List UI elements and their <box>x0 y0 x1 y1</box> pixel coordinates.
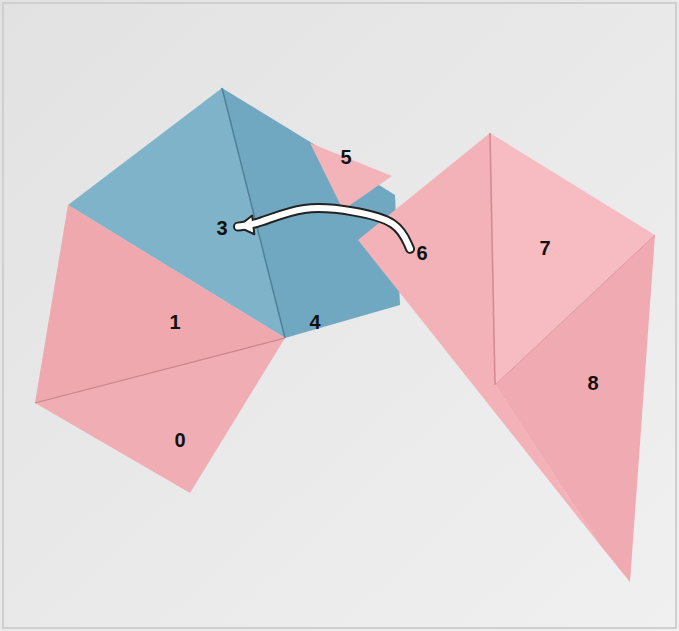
callout-number: 3 <box>216 218 227 238</box>
callout-number: 7 <box>539 238 550 258</box>
part-number: 5 <box>336 143 356 171</box>
arrow-body <box>238 208 410 249</box>
callout-number: 6 <box>416 243 427 263</box>
part-number: 3 <box>212 214 232 242</box>
crease <box>35 338 285 403</box>
part-number: 0 <box>170 426 190 454</box>
callout-number: 5 <box>340 147 351 167</box>
pink-face-0 <box>35 338 285 493</box>
crease <box>490 133 495 385</box>
photo-border <box>3 3 676 628</box>
pink-face-8 <box>495 235 655 582</box>
callout-number: 1 <box>169 312 180 332</box>
curved-arrow <box>238 208 410 249</box>
part-number: 8 <box>583 369 603 397</box>
callout-number: 8 <box>587 373 598 393</box>
part-number: 1 <box>165 308 185 336</box>
part-number: 4 <box>305 308 325 336</box>
crease <box>495 235 655 385</box>
part-number: 6 <box>412 239 432 267</box>
arrow-outline <box>238 208 410 249</box>
callout-number: 4 <box>309 312 320 332</box>
callout-number: 0 <box>174 430 185 450</box>
part-number: 7 <box>535 234 555 262</box>
pink-flap-5 <box>310 143 392 210</box>
